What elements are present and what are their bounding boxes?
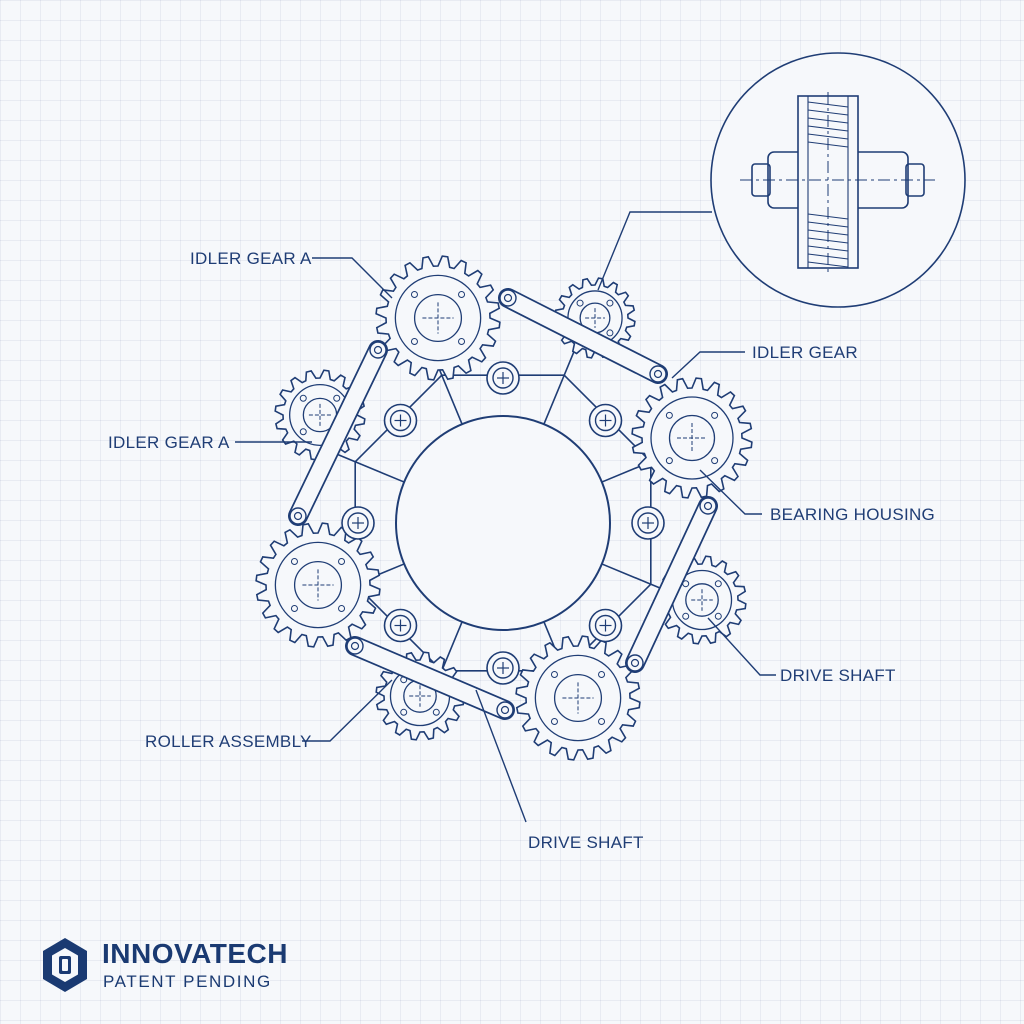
brand-block: INNOVATECH PATENT PENDING [40, 936, 340, 996]
detail-view [710, 52, 966, 308]
frame-bolt [486, 651, 520, 685]
link-arm-1 [498, 288, 668, 384]
label-bearing-housing: BEARING HOUSING [770, 505, 935, 524]
frame-bolt [383, 608, 418, 643]
label-roller-assembly: ROLLER ASSEMBLY [145, 732, 312, 751]
leader-lines [235, 211, 776, 823]
label-drive-shaft-bottom: DRIVE SHAFT [528, 833, 644, 852]
frame-bolt [383, 403, 418, 438]
label-idler-gear: IDLER GEAR [752, 343, 858, 362]
hexagon-logo-icon [43, 938, 87, 992]
central-frame [313, 333, 693, 713]
frame-bolt [588, 403, 623, 438]
large-gear-left [255, 522, 381, 648]
idler-gear-right [631, 377, 753, 499]
frame-bolt [341, 506, 375, 540]
link-arm-3 [625, 496, 718, 673]
label-idler-gear-a-top: IDLER GEAR A [190, 249, 312, 268]
frame-bolt [631, 506, 665, 540]
brand-subtitle: PATENT PENDING [103, 972, 272, 991]
idler-gear-a-top [375, 255, 501, 381]
frame-bolt [588, 608, 623, 643]
brand-name: INNOVATECH [102, 938, 288, 969]
frame-bolt [486, 361, 520, 395]
label-drive-shaft-right: DRIVE SHAFT [780, 666, 896, 685]
link-arm-2 [288, 340, 388, 526]
gear-bottom-right [515, 635, 641, 761]
central-hub [395, 415, 611, 631]
label-idler-gear-a-left: IDLER GEAR A [108, 433, 230, 452]
